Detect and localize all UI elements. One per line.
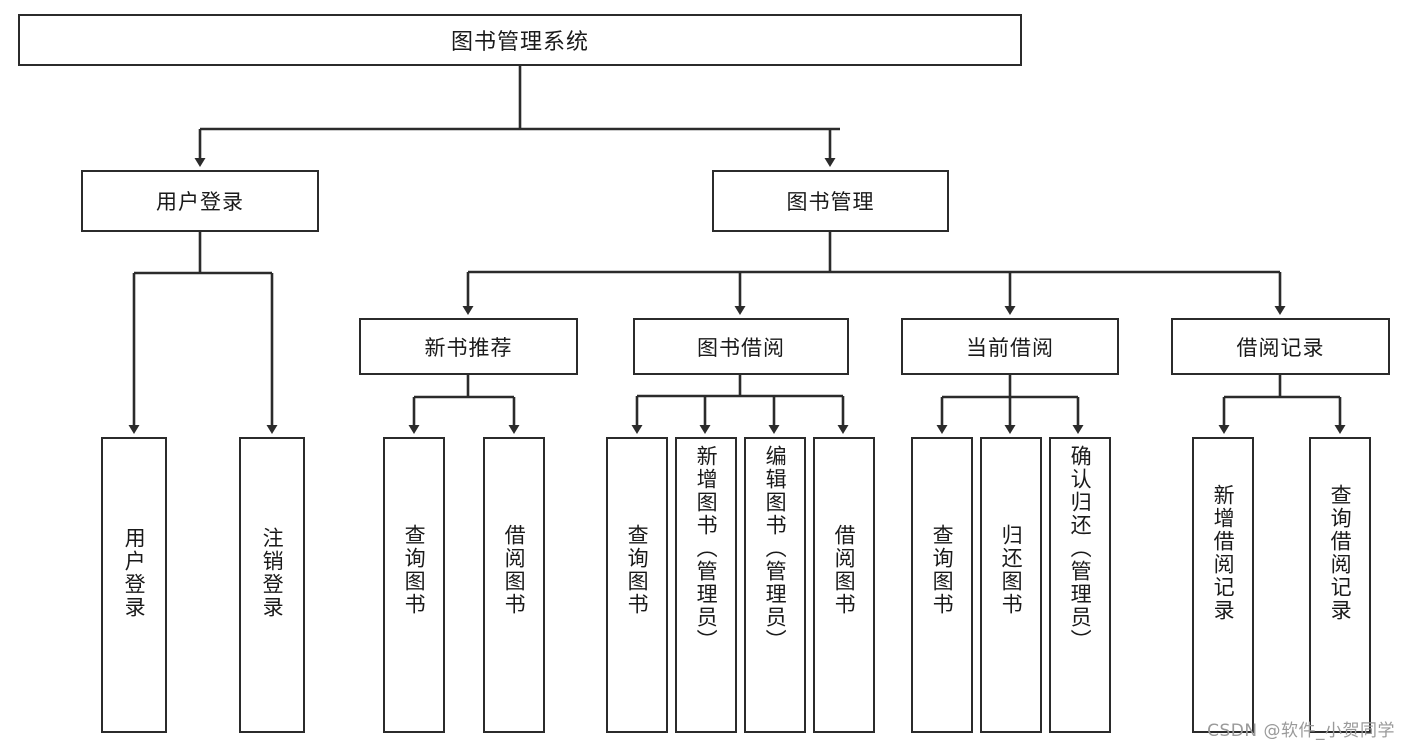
node-leaf-add-record[interactable]: 新增借阅记录 [1192, 437, 1254, 733]
node-label: 借阅图书 [502, 524, 527, 616]
node-label: 图书管理系统 [450, 30, 589, 55]
node-leaf-query-book-2[interactable]: 查询图书 [606, 437, 668, 733]
node-label: 新增借阅记录 [1211, 484, 1236, 622]
csdn-watermark: CSDN @软件_小贺同学 [1207, 721, 1395, 741]
node-book-borrow[interactable]: 图书借阅 [633, 318, 849, 375]
node-label: 确认归还（管理员） [1068, 445, 1093, 652]
node-leaf-confirm-return[interactable]: 确认归还（管理员） [1049, 437, 1111, 733]
node-label: 查询图书 [402, 524, 427, 616]
node-user-login[interactable]: 用户登录 [81, 170, 319, 232]
node-leaf-borrow-book-2[interactable]: 借阅图书 [813, 437, 875, 733]
node-label: 借阅图书 [832, 524, 857, 616]
node-leaf-query-book-3[interactable]: 查询图书 [911, 437, 973, 733]
node-label: 新书推荐 [424, 335, 513, 360]
node-label: 编辑图书（管理员） [763, 445, 788, 652]
node-label: 注销登录 [260, 527, 285, 619]
node-label: 用户登录 [122, 527, 147, 619]
node-root-system[interactable]: 图书管理系统 [18, 14, 1022, 66]
node-book-manage[interactable]: 图书管理 [712, 170, 949, 232]
node-leaf-return-book[interactable]: 归还图书 [980, 437, 1042, 733]
node-leaf-logout-login[interactable]: 注销登录 [239, 437, 305, 733]
node-label: 查询图书 [930, 524, 955, 616]
node-label: 归还图书 [999, 524, 1024, 616]
node-label: 图书借阅 [697, 335, 785, 360]
node-leaf-add-book[interactable]: 新增图书（管理员） [675, 437, 737, 733]
node-borrow-record[interactable]: 借阅记录 [1171, 318, 1390, 375]
node-leaf-query-book-1[interactable]: 查询图书 [383, 437, 445, 733]
node-label: 用户登录 [156, 190, 244, 214]
node-leaf-query-record[interactable]: 查询借阅记录 [1309, 437, 1371, 733]
node-label: 借阅记录 [1236, 335, 1325, 360]
node-leaf-edit-book[interactable]: 编辑图书（管理员） [744, 437, 806, 733]
node-current-borrow[interactable]: 当前借阅 [901, 318, 1119, 375]
node-label: 查询图书 [625, 524, 650, 616]
node-leaf-borrow-book-1[interactable]: 借阅图书 [483, 437, 545, 733]
node-label: 当前借阅 [966, 335, 1054, 360]
node-label: 图书管理 [786, 190, 875, 214]
node-label: 新增图书（管理员） [694, 445, 719, 652]
node-new-book-recommend[interactable]: 新书推荐 [359, 318, 578, 375]
node-leaf-user-login[interactable]: 用户登录 [101, 437, 167, 733]
node-label: 查询借阅记录 [1328, 484, 1353, 622]
